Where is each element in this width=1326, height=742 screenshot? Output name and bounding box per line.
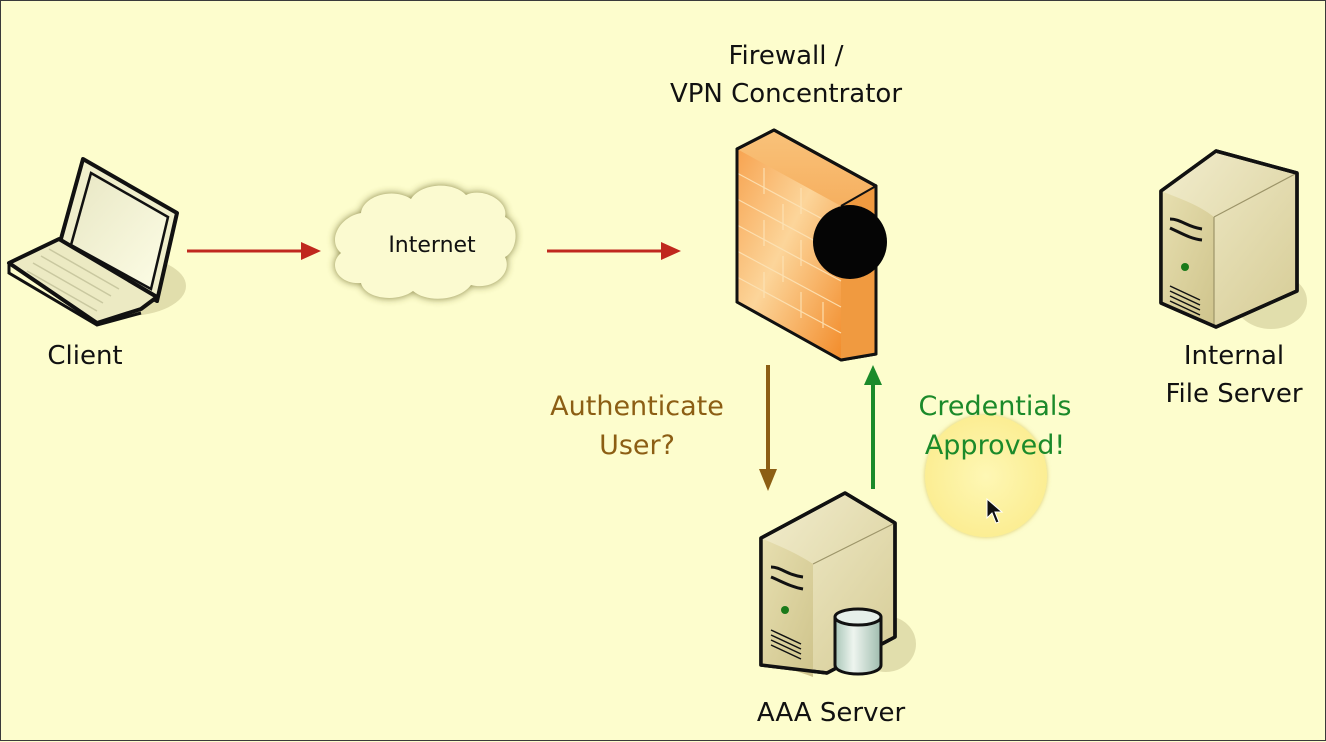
firewall-label: Firewall / VPN Concentrator xyxy=(669,41,903,109)
mouse-pointer-icon xyxy=(986,498,1004,524)
database-server-icon xyxy=(759,491,916,677)
black-dot-marker xyxy=(813,205,887,279)
authenticate-user-label: Authenticate User? xyxy=(550,391,724,462)
arrow-client-to-internet xyxy=(187,242,321,260)
credentials-approved-label: Credentials Approved! xyxy=(918,391,1072,462)
file-server-label: Internal File Server xyxy=(1165,341,1303,409)
cursor-highlight xyxy=(925,415,1047,537)
arrow-internet-to-firewall xyxy=(547,242,681,260)
server-icon xyxy=(1159,149,1307,329)
client-label: Client xyxy=(47,341,123,371)
laptop-icon xyxy=(7,157,186,327)
arrow-aaa-to-firewall xyxy=(864,365,882,489)
arrow-firewall-to-aaa xyxy=(759,365,777,491)
internet-label: Internet xyxy=(388,233,476,258)
cloud-icon xyxy=(334,185,516,299)
aaa-server-label: AAA Server xyxy=(756,698,906,728)
